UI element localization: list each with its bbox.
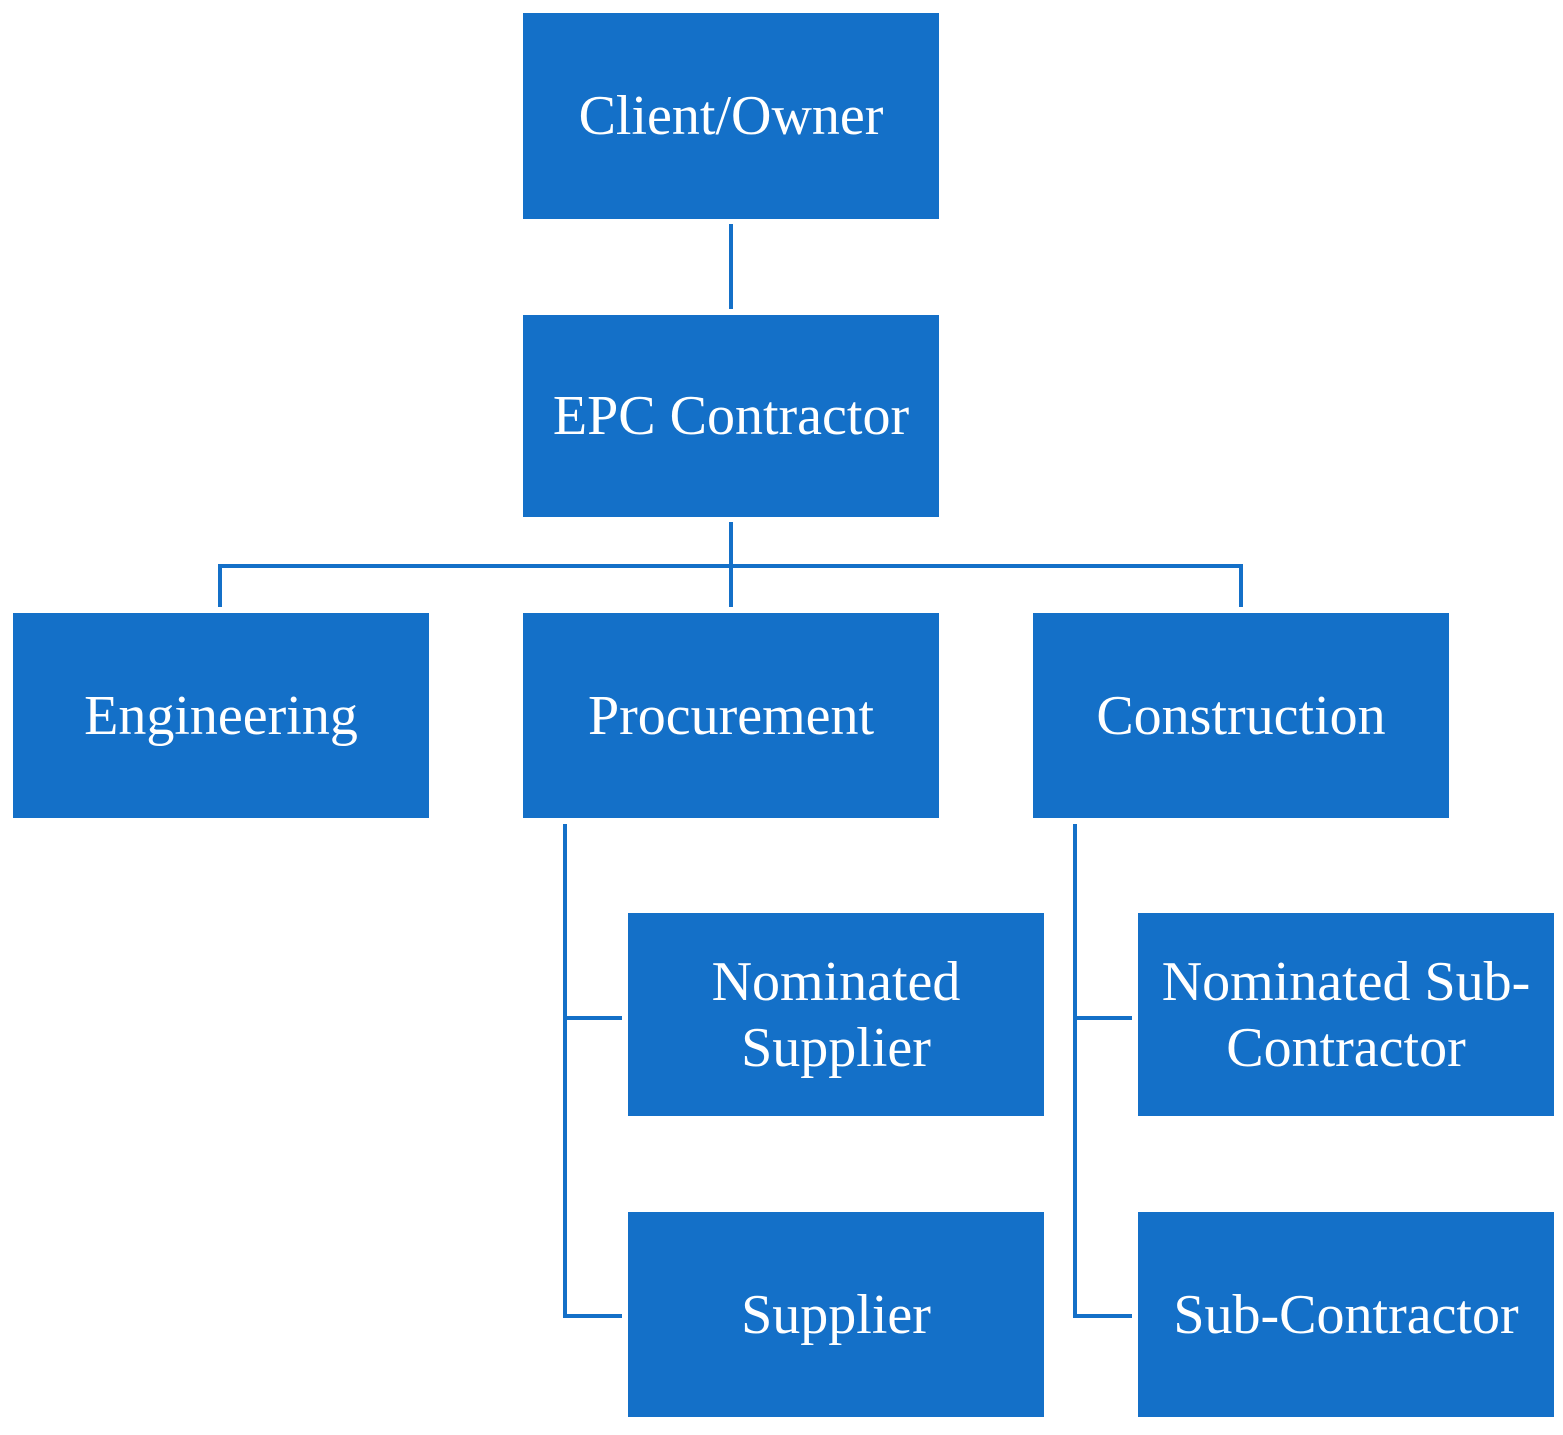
supplier-box: Supplier [628,1212,1044,1417]
sub-contractor-label: Sub-Contractor [1173,1283,1519,1346]
nominated-sub-contractor-box: Nominated Sub- Contractor [1138,913,1554,1116]
nominated-sub-contractor-label: Nominated Sub- Contractor [1162,949,1531,1081]
construction-label: Construction [1096,684,1386,747]
supplier-label: Supplier [741,1283,931,1346]
procurement-label: Procurement [587,684,875,747]
nominated-supplier-label: Nominated Supplier [712,949,961,1081]
edge-procurement-spine [563,824,622,1318]
procurement-box: Procurement [523,613,939,818]
edge-construction-spine [1073,824,1132,1318]
client-owner-label: Client/Owner [578,85,884,147]
epc-contractor-box: EPC Contractor [523,315,939,517]
sub-contractor-box: Sub-Contractor [1138,1212,1554,1417]
nominated-supplier-label-line-2: Supplier [741,1016,931,1079]
edge-epc-branch-bar [218,564,1243,607]
epc-contractor-label: EPC Contractor [552,385,910,447]
construction-box: Construction [1033,613,1449,818]
client-owner-box: Client/Owner [523,13,939,219]
nominated-sub-contractor-label-line-1: Nominated Sub- [1161,950,1531,1013]
nominated-sub-contractor-label-line-2: Contractor [1226,1016,1466,1079]
nominated-supplier-box: Nominated Supplier [628,913,1044,1116]
engineering-label: Engineering [84,684,358,747]
engineering-box: Engineering [13,613,429,818]
nominated-supplier-label-line-1: Nominated [711,950,961,1013]
